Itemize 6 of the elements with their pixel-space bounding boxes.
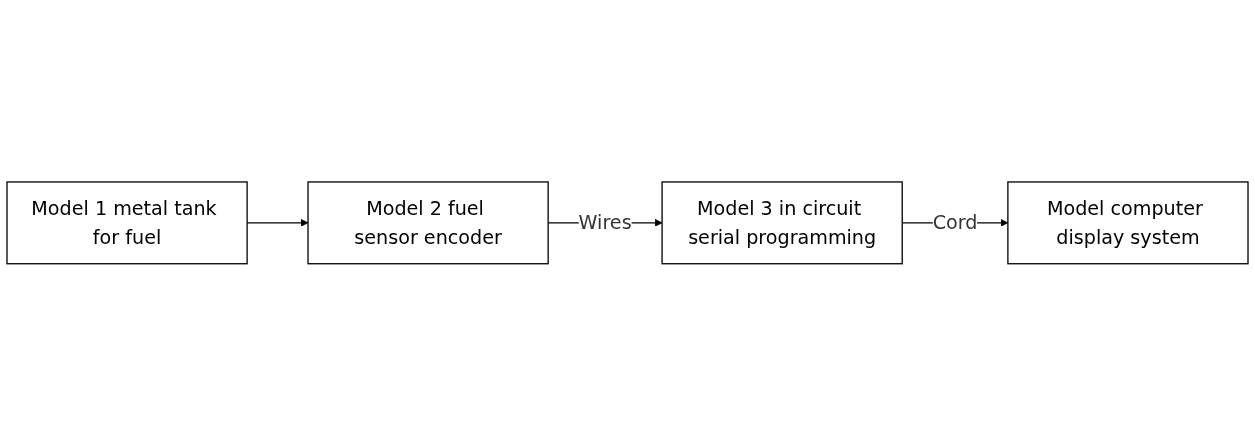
edge-label: Cord (932, 211, 978, 234)
node-box: Model 2 fuel sensor encoder (307, 180, 549, 265)
edge-label: Wires (578, 211, 632, 234)
node-box: Model computer display system (1007, 180, 1249, 265)
node-box: Model 3 in circuit serial programming (661, 180, 903, 265)
node-box: Model 1 metal tank for fuel (6, 180, 248, 265)
